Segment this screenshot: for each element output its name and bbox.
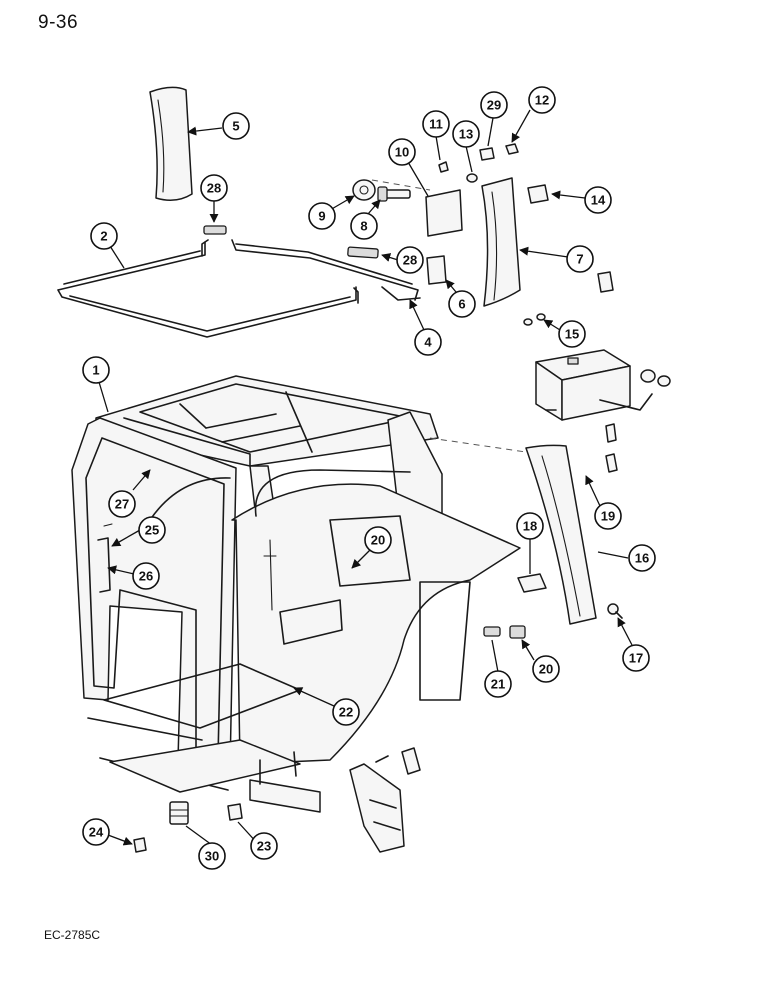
svg-text:11: 11 bbox=[429, 117, 443, 132]
part-fasteners-top bbox=[438, 143, 519, 183]
page-number: 9-36 bbox=[38, 12, 79, 33]
callout-6: 6 bbox=[448, 290, 476, 318]
alignment-line bbox=[429, 437, 527, 453]
callout-19: 19 bbox=[594, 502, 622, 530]
callout-30: 30 bbox=[198, 842, 226, 870]
part-clip-lower bbox=[597, 271, 614, 293]
part-step bbox=[349, 747, 421, 853]
svg-text:13: 13 bbox=[459, 127, 473, 142]
svg-text:24: 24 bbox=[89, 825, 104, 840]
callout-24: 24 bbox=[82, 818, 110, 846]
svg-text:8: 8 bbox=[360, 219, 367, 234]
svg-text:16: 16 bbox=[635, 551, 649, 566]
svg-text:27: 27 bbox=[115, 497, 129, 512]
part-5-pillar-trim bbox=[149, 86, 193, 201]
part-7-pillar-trim bbox=[481, 177, 521, 307]
svg-text:23: 23 bbox=[257, 839, 271, 854]
callout-2: 2 bbox=[90, 222, 118, 250]
callout-7: 7 bbox=[566, 245, 594, 273]
part-storage-box bbox=[535, 349, 671, 473]
part-30-clip bbox=[169, 801, 189, 825]
callout-4: 4 bbox=[414, 328, 442, 356]
part-28-pad-b bbox=[347, 246, 379, 259]
part-18-bracket bbox=[517, 573, 547, 593]
callout-9: 9 bbox=[308, 202, 336, 230]
svg-text:22: 22 bbox=[339, 705, 353, 720]
callout-20a: 20 bbox=[364, 526, 392, 554]
callout-20b: 20 bbox=[532, 655, 560, 683]
callout-29: 29 bbox=[480, 91, 508, 119]
leader-lines bbox=[98, 109, 633, 846]
callout-10: 10 bbox=[388, 138, 416, 166]
callout-22: 22 bbox=[332, 698, 360, 726]
part-10-plate bbox=[425, 189, 463, 237]
callout-26: 26 bbox=[132, 562, 160, 590]
svg-text:25: 25 bbox=[145, 523, 159, 538]
svg-text:9: 9 bbox=[318, 209, 325, 224]
callout-12: 12 bbox=[528, 86, 556, 114]
part-16-pillar-trim bbox=[525, 444, 597, 625]
svg-text:28: 28 bbox=[403, 253, 417, 268]
svg-text:14: 14 bbox=[591, 193, 606, 208]
part-8-bolt bbox=[377, 186, 411, 202]
callout-28b: 28 bbox=[396, 246, 424, 274]
callout-21: 21 bbox=[484, 670, 512, 698]
svg-text:20: 20 bbox=[371, 533, 385, 548]
callout-5: 5 bbox=[222, 112, 250, 140]
callout-14: 14 bbox=[584, 186, 612, 214]
callout-13: 13 bbox=[452, 120, 480, 148]
part-20-block bbox=[509, 625, 526, 639]
svg-text:28: 28 bbox=[207, 181, 221, 196]
callout-11: 11 bbox=[422, 110, 450, 138]
svg-text:30: 30 bbox=[205, 849, 219, 864]
part-2-roof-seal bbox=[57, 239, 359, 338]
callout-16: 16 bbox=[628, 544, 656, 572]
part-14-clip bbox=[527, 184, 549, 204]
svg-text:26: 26 bbox=[139, 569, 153, 584]
part-6-plate bbox=[426, 255, 447, 285]
svg-text:10: 10 bbox=[395, 145, 409, 160]
svg-text:18: 18 bbox=[523, 519, 537, 534]
part-21-block bbox=[483, 626, 501, 637]
callout-17: 17 bbox=[622, 644, 650, 672]
svg-text:4: 4 bbox=[424, 335, 432, 350]
svg-text:7: 7 bbox=[576, 252, 583, 267]
callout-15: 15 bbox=[558, 320, 586, 348]
part-17-screw bbox=[607, 603, 623, 619]
part-9-bush bbox=[352, 179, 376, 201]
part-15-washers bbox=[523, 313, 546, 326]
svg-text:19: 19 bbox=[601, 509, 615, 524]
part-23-bush bbox=[227, 803, 243, 821]
figure-code: EC-2785C bbox=[44, 928, 101, 942]
svg-text:1: 1 bbox=[92, 363, 99, 378]
callout-25: 25 bbox=[138, 516, 166, 544]
svg-text:12: 12 bbox=[535, 93, 549, 108]
svg-text:2: 2 bbox=[100, 229, 107, 244]
svg-text:5: 5 bbox=[232, 119, 239, 134]
callout-23: 23 bbox=[250, 832, 278, 860]
callout-1: 1 bbox=[82, 356, 110, 384]
svg-text:17: 17 bbox=[629, 651, 643, 666]
svg-text:20: 20 bbox=[539, 662, 553, 677]
part-24-plug bbox=[133, 837, 147, 853]
svg-text:15: 15 bbox=[565, 327, 579, 342]
svg-text:21: 21 bbox=[491, 677, 505, 692]
callout-8: 8 bbox=[350, 212, 378, 240]
callout-27: 27 bbox=[108, 490, 136, 518]
callout-28a: 28 bbox=[200, 174, 228, 202]
part-4-roof-seal bbox=[231, 239, 421, 301]
part-28-pad bbox=[203, 225, 227, 235]
svg-text:29: 29 bbox=[487, 98, 501, 113]
svg-text:6: 6 bbox=[458, 297, 465, 312]
callout-18: 18 bbox=[516, 512, 544, 540]
